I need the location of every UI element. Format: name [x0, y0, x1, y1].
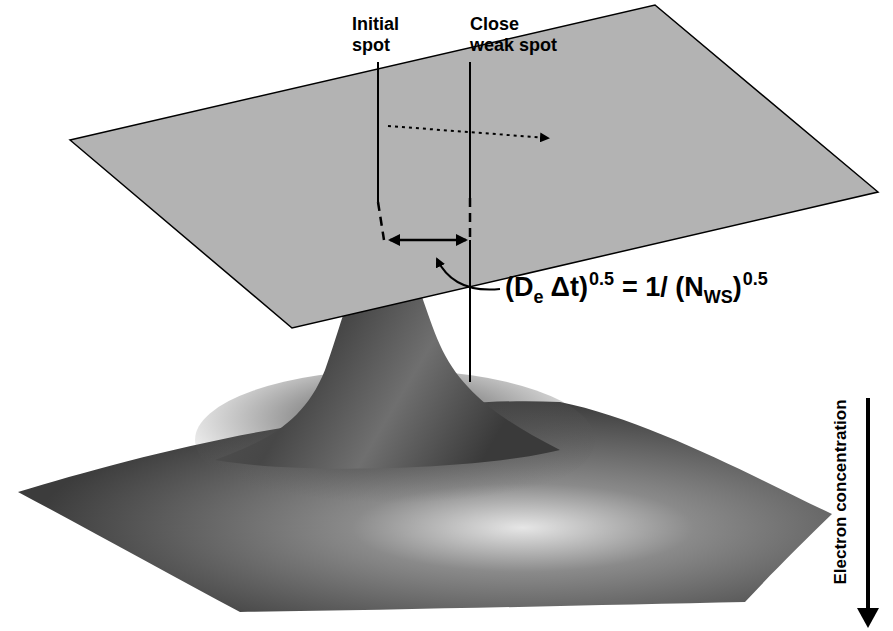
- spot-label: Initial spot: [352, 14, 362, 56]
- formula-part: (D: [505, 270, 534, 304]
- pointer-arrow: [437, 259, 500, 290]
- axis-arrow: [866, 398, 870, 624]
- dashed-line: [469, 198, 472, 240]
- axis-label: Electron concentration: [830, 399, 850, 584]
- leader-line: [377, 62, 379, 202]
- dashed-line: [378, 202, 384, 240]
- formula-part: e: [534, 280, 544, 314]
- distance-arrow: [390, 239, 466, 242]
- formula-part: ): [733, 270, 742, 304]
- formula-part: = 1/ (N: [622, 270, 704, 304]
- leader-line: [469, 240, 471, 382]
- surface-plane: [70, 5, 878, 328]
- formula-part: 0.5: [589, 262, 614, 296]
- leader-line: [469, 62, 471, 198]
- formula-part: WS: [704, 280, 733, 314]
- formula-part: 0.5: [743, 262, 768, 296]
- formula-part: Δt): [551, 270, 588, 304]
- dotted-arrow: [388, 126, 548, 138]
- formula: (DeΔt)0.5= 1/ (NWS)0.5: [505, 262, 768, 314]
- spot-label: Close weak spot: [470, 14, 558, 56]
